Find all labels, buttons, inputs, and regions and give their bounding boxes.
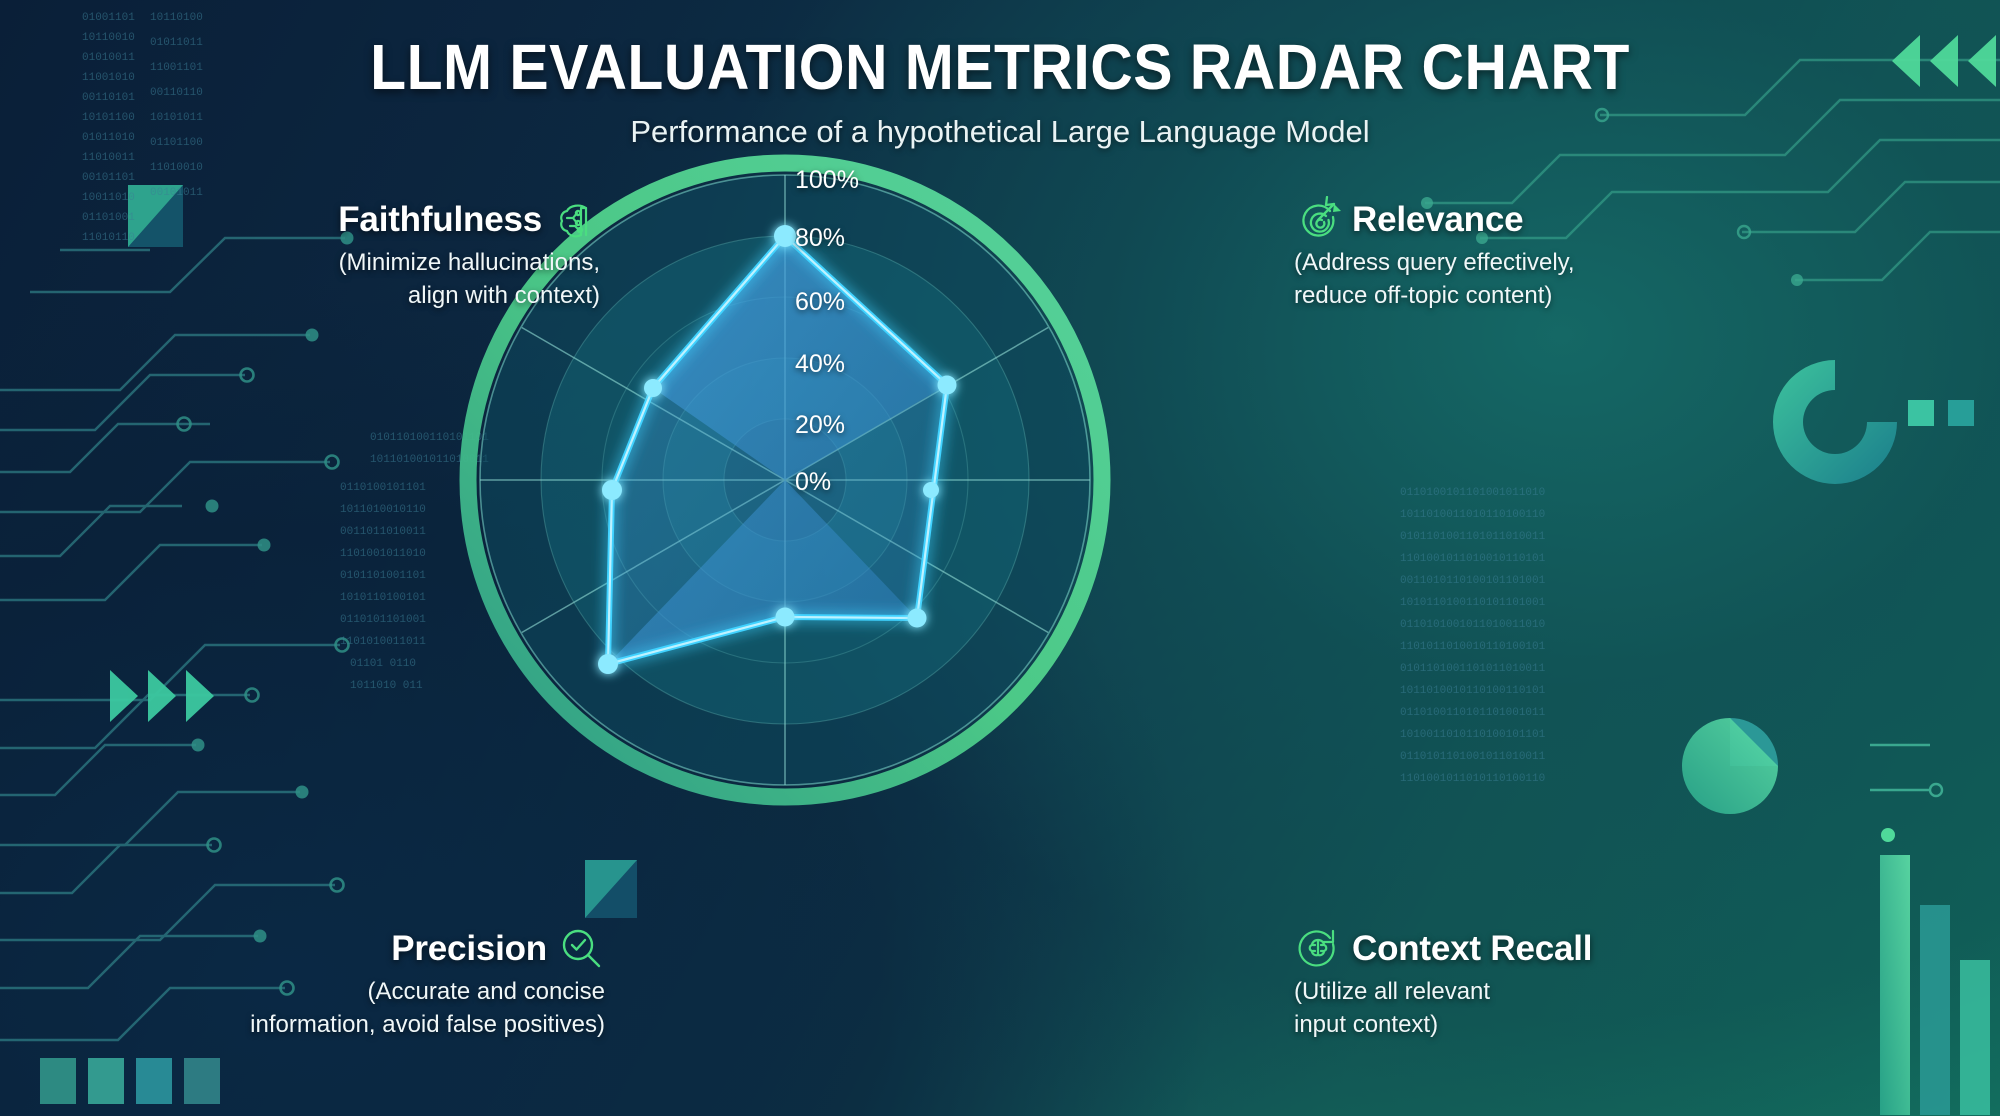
axis-tick-40: 40% — [795, 350, 846, 378]
metric-title-relevance: Relevance — [1352, 200, 1524, 239]
header: LLM EVALUATION METRICS RADAR CHART Perfo… — [0, 0, 2000, 150]
radar-series-polygon — [605, 233, 950, 667]
metric-label-precision: Precision (Accurate and concise informat… — [170, 925, 605, 1040]
brain-refresh-icon — [1298, 929, 1335, 967]
metric-label-faithfulness: Faithfulness (Minimize hallucinations, a… — [200, 196, 600, 311]
metric-desc1-relevance: (Address query effectively, — [1294, 249, 1575, 276]
axis-tick-0: 0% — [795, 468, 832, 496]
metric-desc2-precision: information, avoid false positives) — [250, 1011, 605, 1039]
metric-title-precision: Precision — [391, 929, 547, 968]
magnifier-check-icon — [562, 929, 601, 968]
axis-tick-100: 100% — [795, 166, 859, 194]
page-title: LLM EVALUATION METRICS RADAR CHART — [370, 31, 1630, 103]
target-arrow-icon — [1302, 196, 1341, 237]
page-subtitle: Performance of a hypothetical Large Lang… — [630, 114, 1370, 149]
brain-circuit-icon — [560, 204, 588, 238]
metric-desc1-faithfulness: (Minimize hallucinations, — [338, 249, 600, 276]
metric-desc2-faithfulness: align with context) — [407, 282, 600, 310]
axis-tick-80: 80% — [795, 224, 846, 252]
metric-title-context-recall: Context Recall — [1352, 929, 1593, 968]
metric-desc1-precision: (Accurate and concise — [367, 978, 605, 1005]
radar-outer-ring — [459, 154, 1111, 806]
metric-label-relevance: Relevance (Address query effectively, re… — [1294, 196, 1714, 311]
metric-title-faithfulness: Faithfulness — [338, 200, 542, 239]
metric-desc2-context-recall: input context) — [1294, 1011, 1439, 1039]
metric-desc1-context-recall: (Utilize all relevant — [1294, 978, 1491, 1005]
metric-desc2-relevance: reduce off-topic content) — [1294, 282, 1553, 310]
metric-label-context-recall: Context Recall (Utilize all relevant inp… — [1294, 925, 1714, 1040]
radar-data-points — [598, 225, 957, 674]
axis-tick-60: 60% — [795, 288, 846, 316]
axis-tick-20: 20% — [795, 411, 846, 439]
